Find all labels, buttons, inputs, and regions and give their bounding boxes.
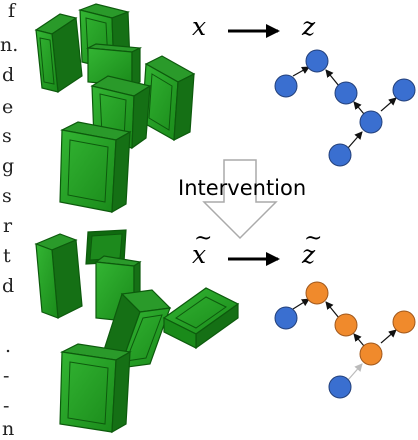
text-fragment: n. xyxy=(0,34,19,56)
graph-edge xyxy=(325,69,340,87)
text-fragment: f xyxy=(8,0,16,22)
graph-edge xyxy=(292,66,310,77)
graph-edge xyxy=(325,301,340,319)
graph-node-intervened xyxy=(334,313,358,337)
graph-node xyxy=(392,78,416,102)
text-fragment: t xyxy=(3,245,11,267)
graph-node xyxy=(274,306,298,330)
text-fragment: s xyxy=(2,185,12,207)
text-fragment: d xyxy=(2,275,15,297)
symbol-x: x xyxy=(192,12,207,41)
graph-node-intervened xyxy=(359,342,383,366)
text-fragment: r xyxy=(3,215,13,237)
bottom-block-cluster xyxy=(34,229,240,434)
tilde-accent: ~ xyxy=(194,226,213,251)
green-block xyxy=(34,13,83,94)
graph-node-intervened xyxy=(392,310,416,334)
text-fragment: n xyxy=(2,418,15,440)
symbol-z: z xyxy=(302,12,316,41)
graph-node xyxy=(274,74,298,98)
green-block xyxy=(34,233,83,319)
text-fragment: e xyxy=(2,96,14,118)
intervention-label: Intervention xyxy=(178,176,307,200)
green-block xyxy=(85,43,143,87)
graph-node xyxy=(328,143,352,167)
top-causal-graph xyxy=(274,49,416,167)
text-fragment: . xyxy=(5,335,12,357)
green-block xyxy=(59,343,132,434)
graph-edge xyxy=(380,329,397,344)
graph-node xyxy=(328,375,352,399)
symbol-z-base: z xyxy=(302,240,316,269)
graph-edge-removed xyxy=(347,363,363,381)
graph-edge xyxy=(353,101,365,115)
graph-node xyxy=(305,49,329,73)
text-fragment: - xyxy=(3,365,10,387)
green-block xyxy=(141,55,196,142)
graph-edge xyxy=(353,333,365,347)
symbol-z-tilde: z ~ xyxy=(302,228,322,269)
graph-edge xyxy=(380,97,397,112)
bottom-causal-graph xyxy=(274,281,416,399)
symbol-x-base: x xyxy=(192,240,207,269)
text-fragment: s xyxy=(2,125,12,147)
top-block-cluster xyxy=(34,3,196,214)
graph-edge xyxy=(347,131,363,149)
graph-node xyxy=(334,81,358,105)
graph-node-intervened xyxy=(305,281,329,305)
green-block xyxy=(59,121,132,214)
intervention-arrow xyxy=(202,159,278,240)
symbol-x-tilde: x ~ xyxy=(192,228,212,269)
tilde-accent: ~ xyxy=(304,226,323,251)
text-fragment: d xyxy=(2,64,15,86)
graph-edge xyxy=(292,298,310,310)
text-fragment: g xyxy=(2,155,15,177)
green-block xyxy=(85,229,127,265)
text-fragment: - xyxy=(3,395,10,417)
graph-node xyxy=(359,110,383,134)
green-block xyxy=(162,287,240,350)
